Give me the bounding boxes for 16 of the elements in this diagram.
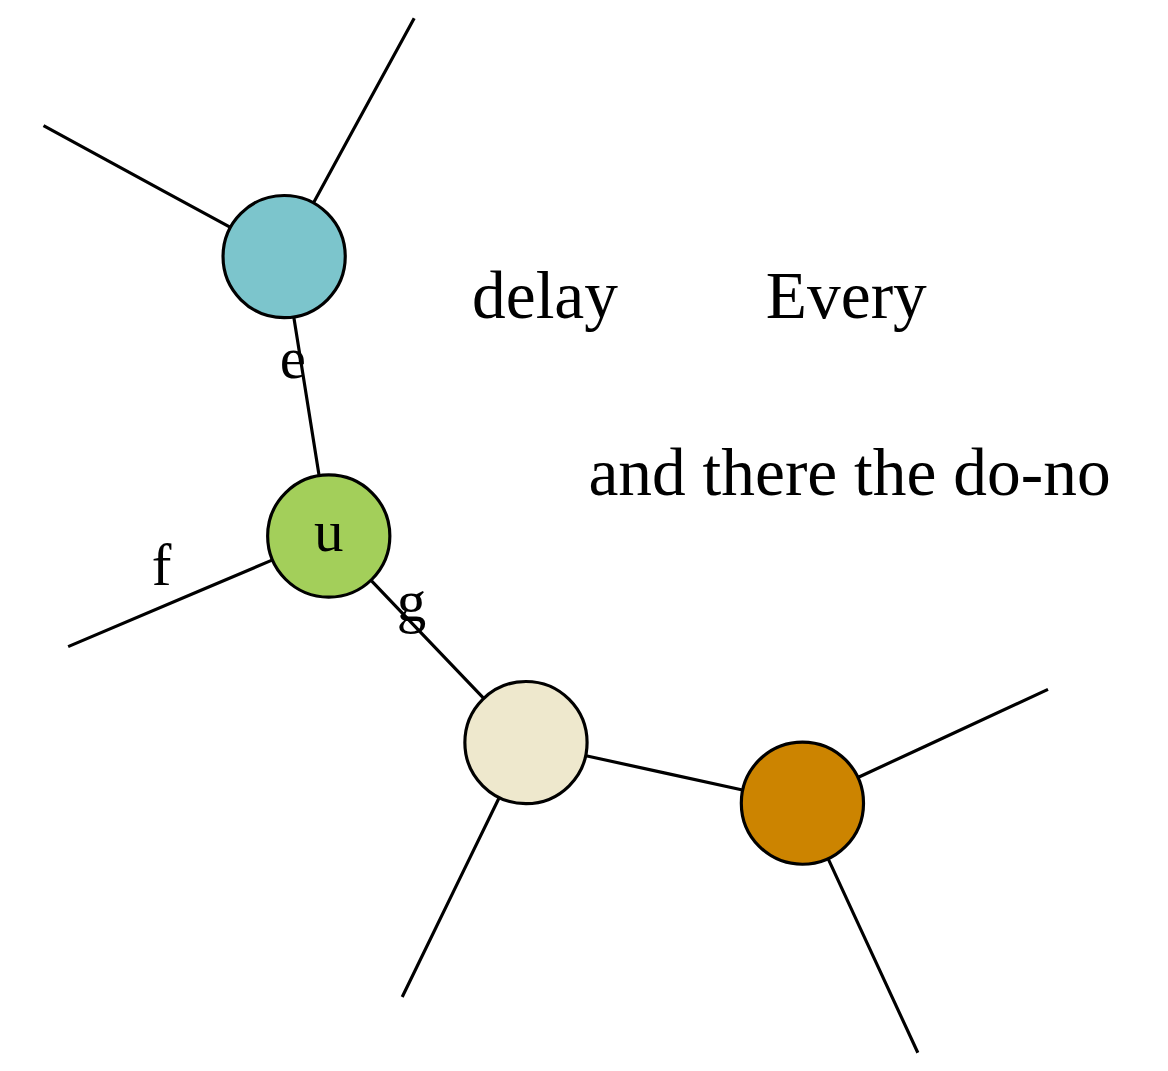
connector — [67, 558, 273, 649]
connector — [826, 858, 920, 1054]
connector — [370, 579, 485, 699]
node-circle — [221, 193, 347, 320]
connector — [42, 124, 232, 229]
label: Every — [765, 258, 927, 334]
label: delay — [472, 258, 619, 334]
node-circle: u — [266, 473, 392, 599]
connector — [585, 754, 743, 792]
connector — [400, 797, 501, 998]
edge-label: f — [151, 532, 172, 599]
connector — [857, 687, 1049, 779]
connector — [312, 17, 416, 204]
label: and there the do-no — [588, 435, 1111, 510]
node-circle — [739, 740, 866, 866]
node-circle — [463, 679, 589, 806]
